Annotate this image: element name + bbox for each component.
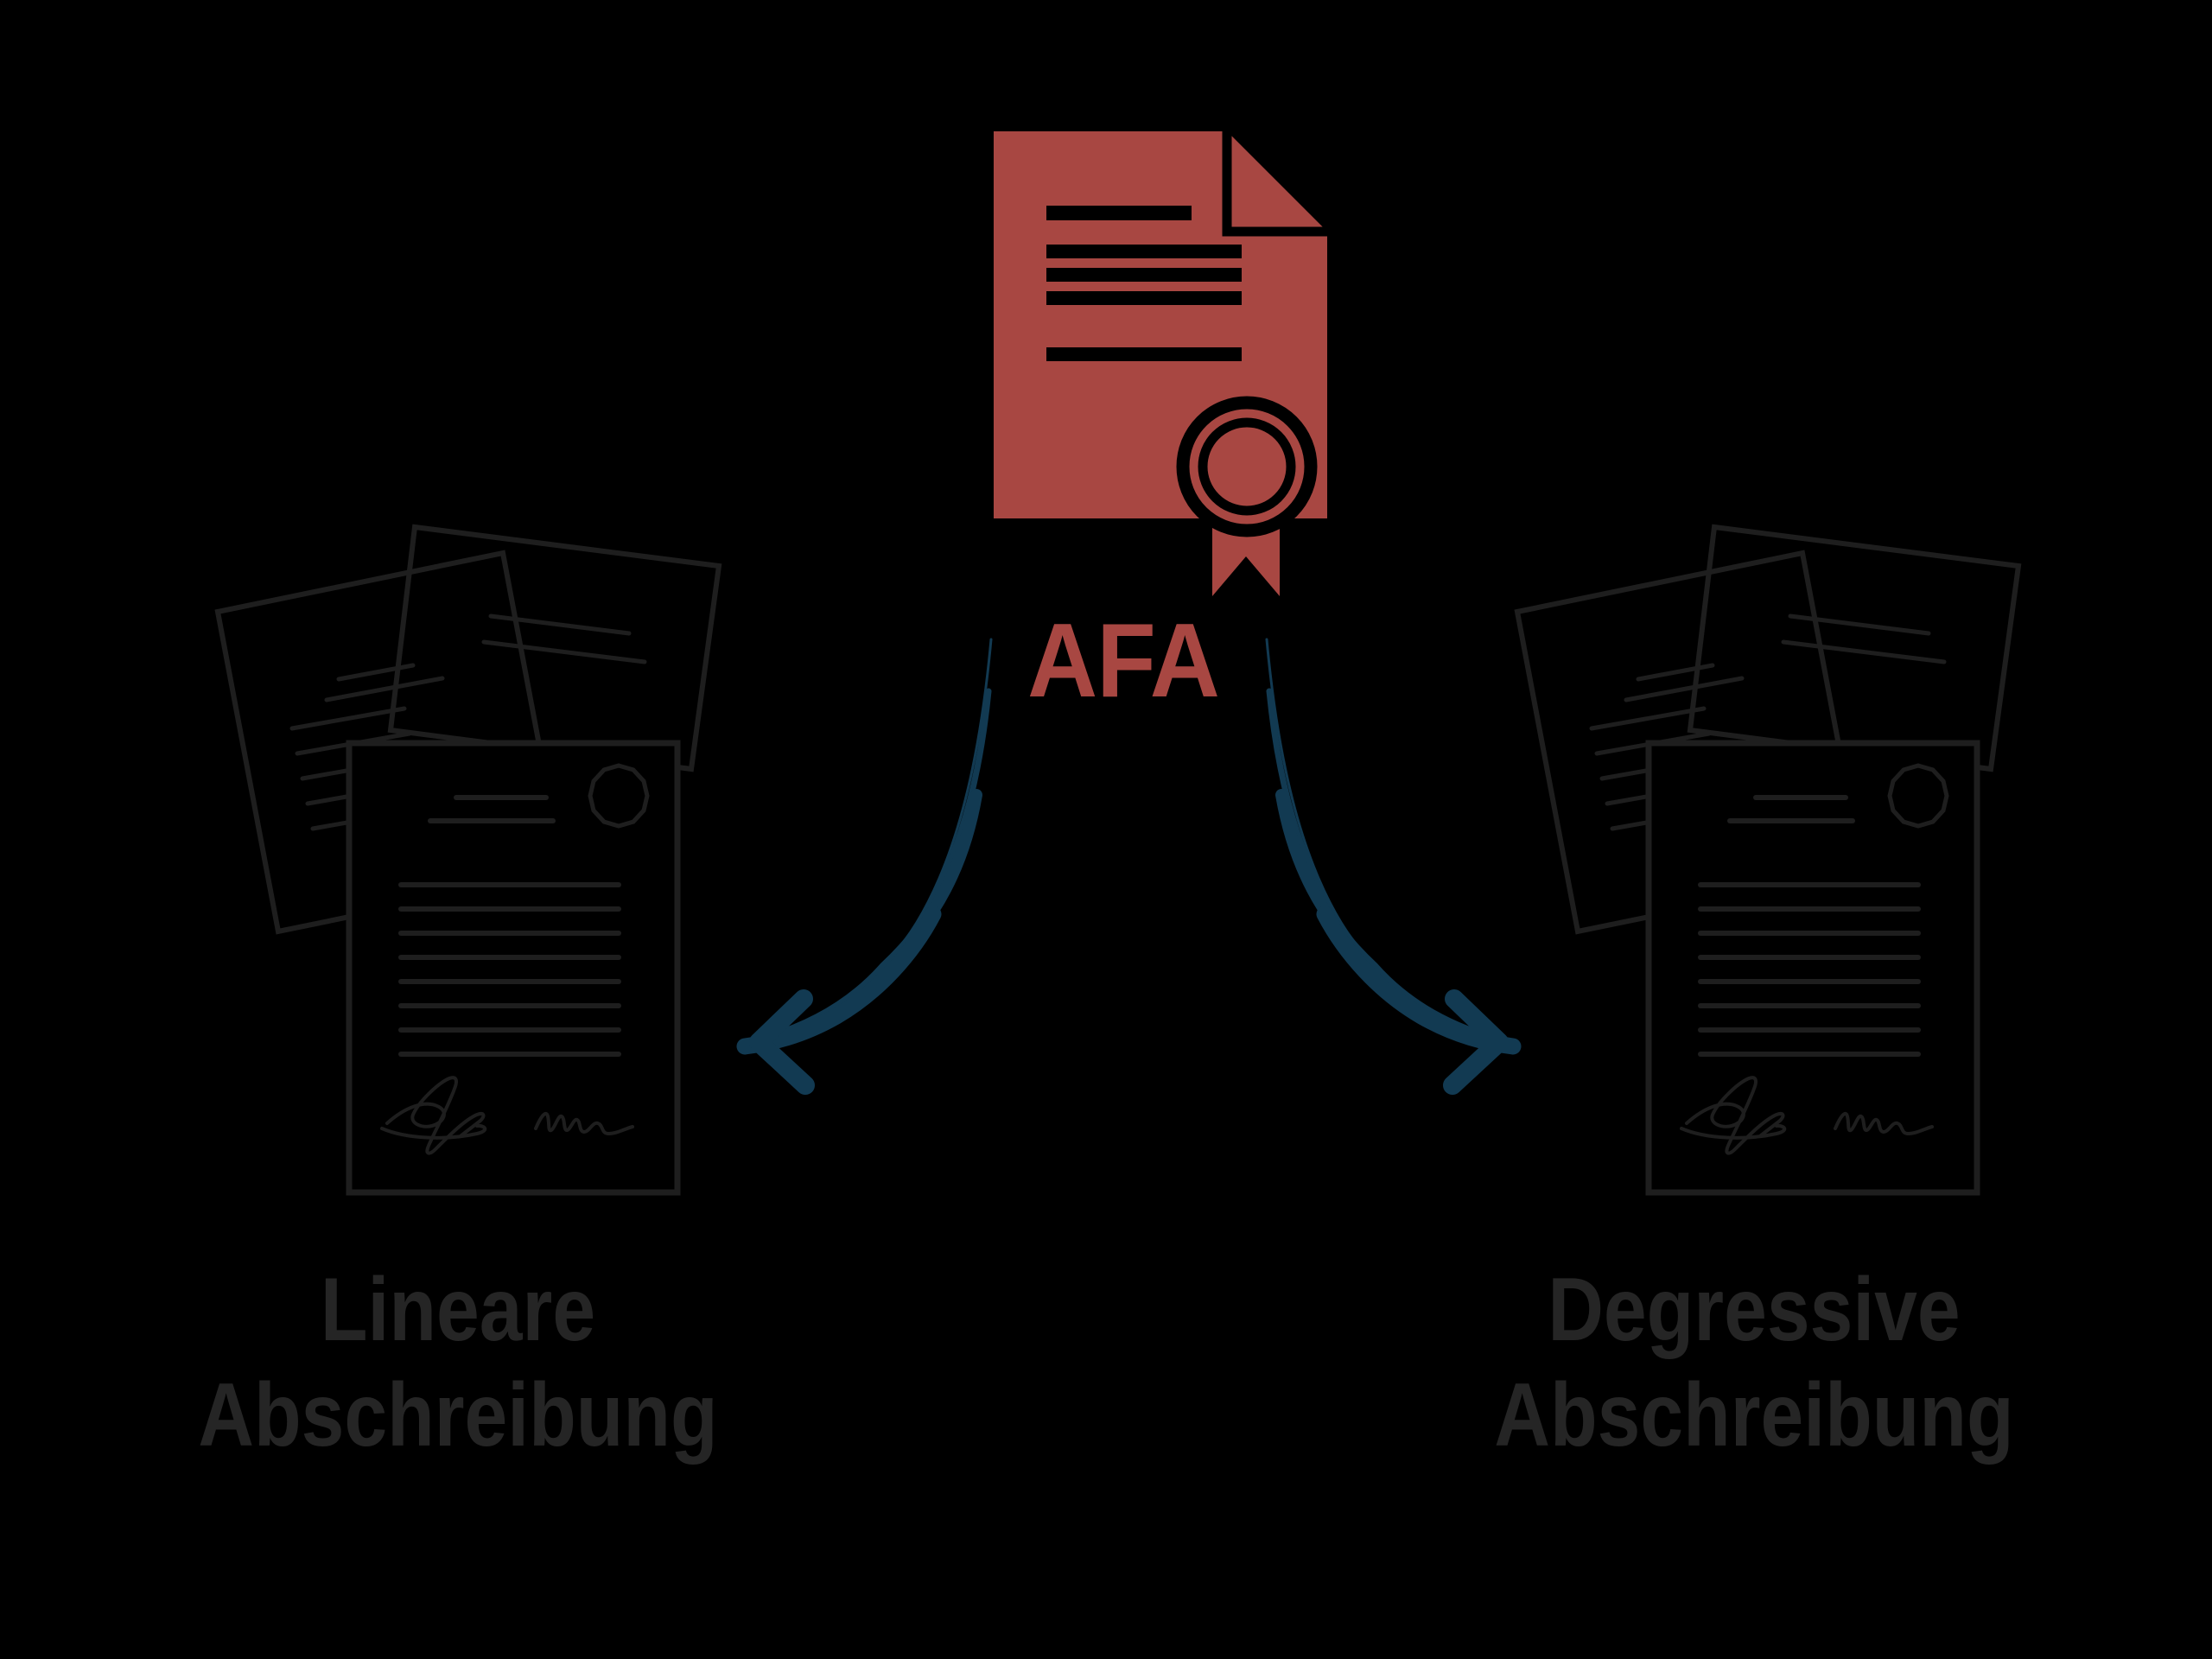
branch-label-left: Lineare Abschreibung <box>124 1257 792 1468</box>
document-fold-triangle <box>1227 131 1327 232</box>
signature-right <box>534 1111 634 1136</box>
branch-label-left-line1: Lineare <box>320 1260 596 1360</box>
back-sheet-line-2 <box>481 639 647 664</box>
signature-right <box>1834 1111 1934 1136</box>
signature-left-flourish <box>380 1123 487 1140</box>
certificate-document-icon <box>994 131 1327 596</box>
document-line-5 <box>1046 347 1242 361</box>
document-line-2 <box>1046 245 1242 258</box>
back-sheet-line-2 <box>1781 639 1947 664</box>
front-certificate-outline <box>1645 740 1980 1196</box>
middle-sheet-line-1 <box>336 663 416 682</box>
back-sheet-outline <box>1687 524 2022 772</box>
back-sheet-outline <box>387 524 722 772</box>
front-certificate-outline <box>346 740 681 1196</box>
seal-inner-ring <box>1198 417 1296 516</box>
certificate-seal-icon <box>588 763 650 829</box>
document-line-4 <box>1046 291 1242 305</box>
curved-arrow-right <box>1265 638 1522 1095</box>
certificate-stack-icon-left <box>214 524 722 1196</box>
arrow-right-head <box>1443 989 1509 1095</box>
branch-label-left-line2: Abschreibung <box>198 1365 718 1465</box>
certificate-stack-icon-right <box>1514 524 2022 1196</box>
front-certificate <box>346 740 681 1196</box>
arrow-left-head <box>749 989 815 1095</box>
document-line-3 <box>1046 268 1242 282</box>
branch-label-right-line2: Abschreibung <box>1494 1365 2014 1465</box>
middle-sheet-line-1 <box>1636 663 1715 682</box>
signature-left <box>385 1076 486 1155</box>
afa-label: AFA <box>1027 601 1220 719</box>
middle-sheet-line-2 <box>324 676 445 702</box>
signature-left <box>1685 1076 1785 1155</box>
middle-sheet-line-3 <box>289 706 407 731</box>
signature-left-flourish <box>1680 1123 1787 1140</box>
front-certificate <box>1645 740 1980 1196</box>
document-line-1 <box>1046 206 1192 220</box>
back-sheet-line-1 <box>1788 613 1931 636</box>
branch-label-right-line1: Degressive <box>1548 1260 1961 1360</box>
curved-arrow-left <box>736 638 993 1095</box>
middle-sheet-line-3 <box>1589 706 1707 731</box>
branch-label-right: Degressive Abschreibung <box>1420 1257 2088 1468</box>
document-fold-edge <box>1222 131 1327 237</box>
certificate-seal-icon <box>1887 763 1949 829</box>
middle-sheet-line-2 <box>1624 676 1745 702</box>
